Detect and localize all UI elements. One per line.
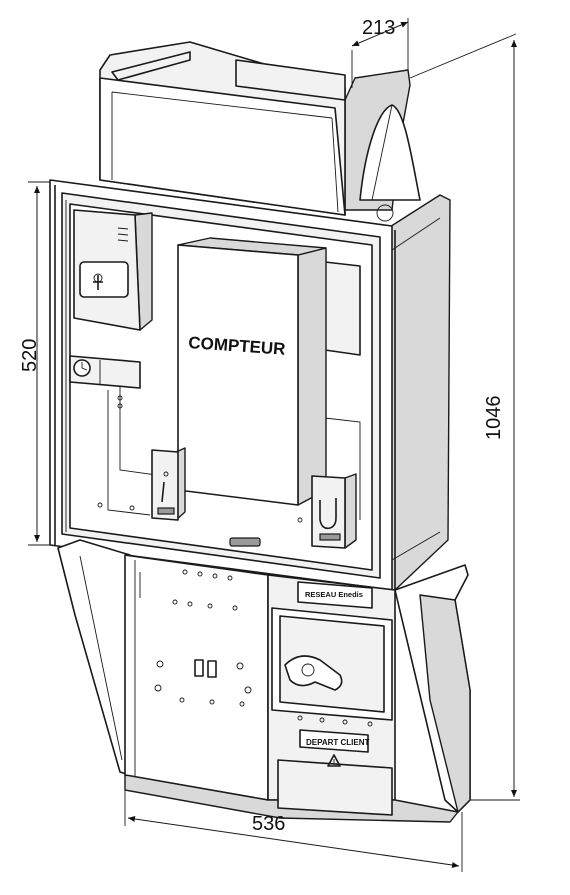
dimension-width: 536 — [124, 785, 463, 872]
meter-box: COMPTEUR — [177, 237, 327, 506]
breaker-module — [73, 209, 153, 331]
dimension-enclosure-height: 520 — [19, 181, 50, 546]
client-plate — [299, 729, 369, 753]
network-label: RESEAU Enedis — [305, 590, 363, 599]
total-height-dimension: 1046 — [483, 396, 505, 441]
enclosure-side — [376, 194, 451, 591]
switch-panel: RESEAU Enedis DEPART CLIENT — [271, 581, 393, 816]
module-u — [311, 473, 357, 549]
dimension-depth: 213 — [351, 17, 409, 88]
depth-dimension: 213 — [362, 17, 395, 39]
enclosure-height-dimension: 520 — [19, 339, 41, 372]
warning-triangle-icon — [327, 754, 341, 767]
client-label: DEPART CLIENT — [306, 738, 370, 747]
pedestal — [57, 539, 471, 823]
network-plate — [297, 581, 373, 609]
clock-module — [69, 355, 141, 389]
front-handle — [229, 537, 261, 547]
top-cover — [99, 41, 421, 216]
module-i — [151, 447, 186, 521]
width-dimension: 536 — [252, 813, 285, 835]
dimension-total-height: 1046 — [409, 33, 520, 801]
